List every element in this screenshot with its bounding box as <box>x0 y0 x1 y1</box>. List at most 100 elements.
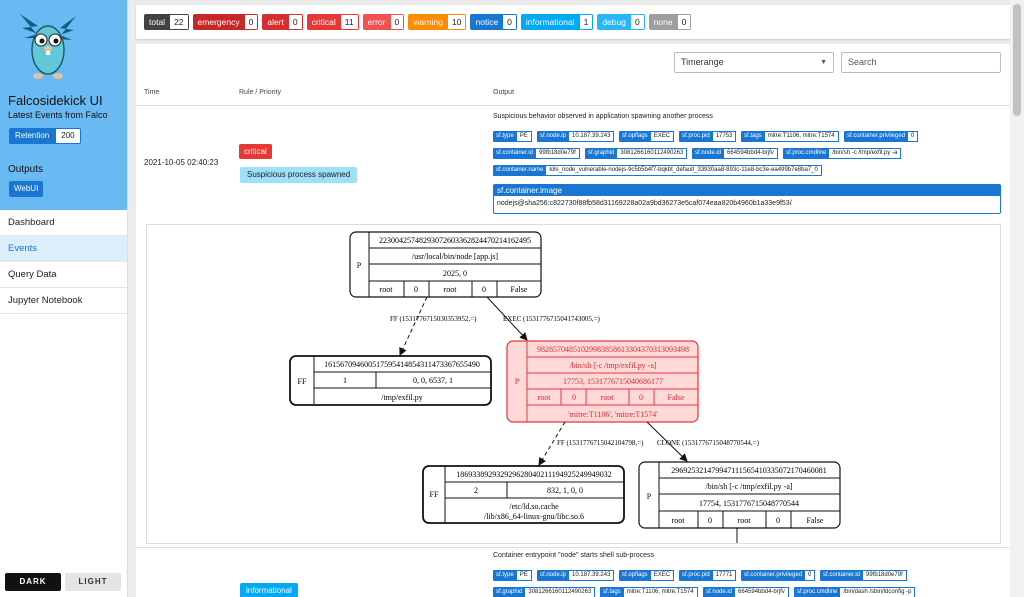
node-flag: False <box>668 393 685 402</box>
tag-sf-proc-cmdline[interactable]: sf.proc.cmdline/bin/sh -c /tmp/exfil.py … <box>783 148 902 159</box>
nav-item-events[interactable]: Events <box>0 236 127 262</box>
provenance-graph: P 22300425748293072603362824470214162495… <box>146 224 1001 544</box>
priority-filter-count: 10 <box>448 14 467 30</box>
webui-output-button[interactable]: WebUI <box>9 181 44 197</box>
priority-filter-count: 0 <box>390 14 405 30</box>
priority-badge[interactable]: critical <box>239 144 272 159</box>
tag-key: sf.container.privileged <box>844 131 909 142</box>
page-scrollbar[interactable] <box>1010 0 1024 597</box>
priority-filter-label: error <box>362 14 391 30</box>
node-uid: 0 <box>414 285 418 294</box>
nav-item-jupyter-notebook[interactable]: Jupyter Notebook <box>0 288 127 314</box>
node-file-path-1: /etc/ld.so.cache <box>509 502 559 511</box>
node-exe: /bin/sh [-c /tmp/exfil.py -a] <box>705 482 792 491</box>
tag-key: sf.node.id <box>692 148 725 159</box>
tag-key: sf.container.id <box>820 570 864 581</box>
graph-node-process[interactable]: P 29692532147994711156541033507217046008… <box>638 461 841 529</box>
outputs-heading: Outputs <box>8 164 44 175</box>
priority-filter-count: 22 <box>170 14 189 30</box>
app-subtitle: Latest Events from Falco <box>8 110 108 120</box>
dark-theme-button[interactable]: DARK <box>5 573 61 591</box>
tag-key: sf.tags <box>600 587 624 597</box>
priority-filter-label: none <box>648 14 678 30</box>
node-kind: P <box>515 377 520 386</box>
light-theme-button[interactable]: LIGHT <box>65 573 121 591</box>
node-gid: 0 <box>639 393 643 402</box>
graph-node-file[interactable]: FF 1869338929329296280402111949252499490… <box>422 465 625 524</box>
graph-node-process-alert[interactable]: P 98285704851029983858613304370313093498… <box>506 340 699 423</box>
sidebar: Falcosidekick UI Latest Events from Falc… <box>0 0 128 597</box>
timerange-select[interactable]: Timerange ▼ <box>674 52 834 73</box>
tag-value: 17753 <box>712 131 737 142</box>
priority-badge[interactable]: informational <box>240 583 298 597</box>
search-input[interactable]: Search <box>841 52 1001 73</box>
tag-key: sf.container.name <box>493 165 547 176</box>
tag-key: sf.graphid <box>585 148 618 159</box>
tag-value: mitre:T1106, mitre:T1574 <box>764 131 839 142</box>
scrollbar-thumb[interactable] <box>1013 4 1021 116</box>
priority-filter-label: notice <box>470 14 504 30</box>
tag-sf-proc-cmdline[interactable]: sf.proc.cmdline/bin/dash /sbin/ldconfig … <box>794 587 916 597</box>
chevron-down-icon: ▼ <box>820 59 827 66</box>
priority-filter-label: debug <box>597 14 631 30</box>
tag-key: sf.opflags <box>619 570 651 581</box>
rule-badge[interactable]: Suspicious process spawned <box>240 167 358 183</box>
timerange-label: Timerange <box>681 57 724 67</box>
node-file-path: /tmp/exfil.py <box>381 393 423 402</box>
tag-value: 0 <box>805 570 816 581</box>
node-pid: 17754, 1531776715048770544 <box>699 499 799 508</box>
graph-node-file[interactable]: FF 1615670946005175954148543114733676554… <box>289 355 492 406</box>
priority-filter-count: 0 <box>503 14 517 30</box>
tag-value: 10.187.39.243 <box>569 570 615 581</box>
tag-key: sf.proc.pid <box>679 131 713 142</box>
tag-value: 3081266160112490263 <box>617 148 688 159</box>
row-divider <box>136 547 1010 548</box>
node-gid: 0 <box>482 285 486 294</box>
edge-label-ff: FF (1531776715042104798,=) <box>557 439 644 447</box>
tag-value: 10.187.39.243 <box>569 131 615 142</box>
nav-item-dashboard[interactable]: Dashboard <box>0 210 127 236</box>
event-time: 2021-10-05 02:40:23 <box>144 158 219 167</box>
app-title: Falcosidekick UI <box>8 93 103 108</box>
graph-node-process[interactable]: P 22300425748293072603362824470214162495… <box>349 231 542 298</box>
nav-item-query-data[interactable]: Query Data <box>0 262 127 288</box>
tag-value: 664594bbd4-brjfv <box>735 587 789 597</box>
theme-switch: DARK LIGHT <box>5 573 121 591</box>
priority-filter-label: emergency <box>192 14 245 30</box>
node-kind: FF <box>298 377 307 386</box>
node-group: root <box>601 393 615 402</box>
graph-canvas: P 22300425748293072603362824470214162495… <box>289 231 841 543</box>
edge-label-exec: EXEC (1531776715041743005,=) <box>503 315 601 323</box>
priority-filter-count: 0 <box>244 14 259 30</box>
